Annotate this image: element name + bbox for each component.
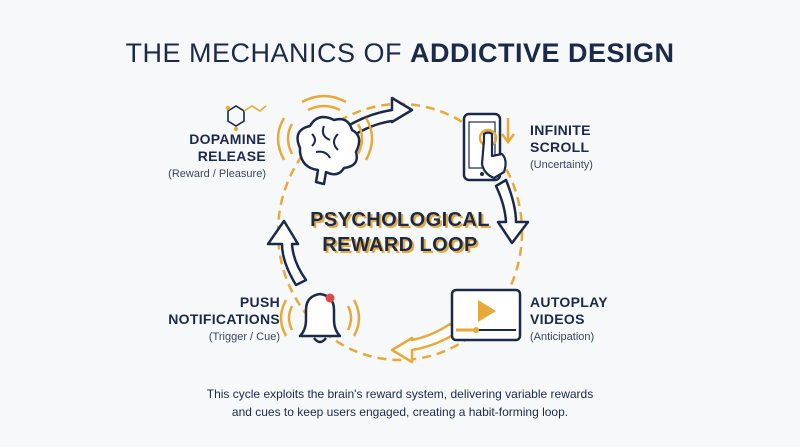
arrow-bottom: [390, 322, 460, 364]
page-title: THE MECHANICS OF ADDICTIVE DESIGN: [0, 38, 800, 69]
molecule-icon: [225, 105, 267, 132]
push-sub: (Trigger / Cue): [208, 330, 280, 343]
dopamine-line2: RELEASE: [197, 147, 266, 164]
phone-icon: [462, 112, 515, 182]
arrow-left: [266, 219, 308, 287]
autoplay-line1: AUTOPLAY: [530, 294, 608, 310]
autoplay-sub: (Anticipation): [530, 330, 595, 343]
video-player-icon: [450, 288, 522, 342]
center-label: PSYCHOLOGICAL REWARD LOOP: [300, 208, 500, 258]
footer-line2: and cues to keep users engaged, creating…: [231, 405, 569, 419]
bell-icon: [279, 292, 361, 344]
scroll-sub: (Uncertainty): [530, 158, 593, 171]
title-emphasis: ADDICTIVE DESIGN: [410, 38, 675, 68]
node-autoplay: AUTOPLAY VIDEOS (Anticipation): [530, 294, 650, 344]
scroll-line2: SCROLL: [530, 138, 590, 155]
arrow-top: [336, 96, 414, 142]
brain-icon: [276, 94, 374, 186]
node-push: PUSH NOTIFICATIONS (Trigger / Cue): [140, 294, 280, 344]
arrow-right: [494, 178, 530, 245]
center-line1: PSYCHOLOGICAL: [310, 209, 490, 231]
autoplay-line2: VIDEOS: [530, 310, 585, 327]
push-line1: PUSH: [239, 294, 280, 310]
node-dopamine: DOPAMINE RELEASE (Reward / Pleasure): [150, 131, 266, 181]
center-line2: REWARD LOOP: [322, 234, 478, 256]
title-prefix: THE MECHANICS OF: [125, 38, 402, 68]
push-line2: NOTIFICATIONS: [168, 310, 280, 327]
dopamine-sub: (Reward / Pleasure): [168, 167, 266, 180]
footer-caption: This cycle exploits the brain's reward s…: [0, 385, 800, 421]
scroll-line1: INFINITE: [530, 122, 591, 138]
node-scroll: INFINITE SCROLL (Uncertainty): [530, 122, 650, 172]
footer-line1: This cycle exploits the brain's reward s…: [206, 387, 594, 401]
dopamine-line1: DOPAMINE: [189, 131, 266, 147]
